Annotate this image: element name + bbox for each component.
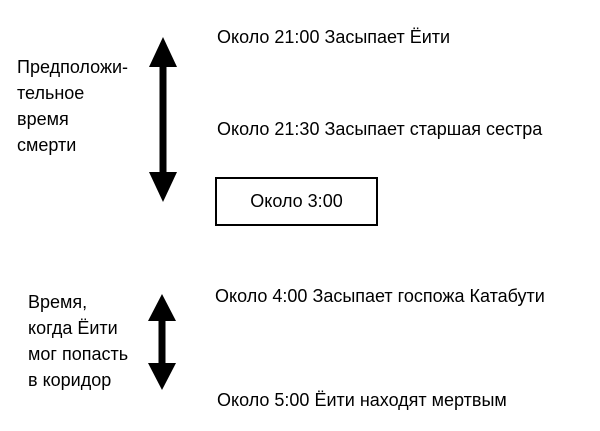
annotation-estimated-death-time: Предположи- тельное время смерти [17,54,128,158]
annotation-line: в коридор [28,370,112,390]
timeline-event-0400: Около 4:00 Засыпает госпожа Катабути [215,286,545,306]
timeline-event-0500: Около 5:00 Ёити находят мертвым [217,390,507,410]
annotation-line: Время, [28,292,88,312]
double-arrow-icon [149,37,177,202]
time-box-label: Около 3:00 [250,191,343,211]
timeline-event-2130: Около 21:30 Засыпает старшая сестра [217,119,543,139]
annotation-line: смерти [17,135,77,155]
annotation-corridor-access-time: Время, когда Ёити мог попасть в коридор [28,289,128,393]
timeline-event-2100: Около 21:00 Засыпает Ёити [217,27,451,47]
annotation-line: мог попасть [28,344,129,364]
annotation-line: время [17,109,69,129]
annotation-line: когда Ёити [28,318,118,338]
annotation-line: Предположи- [17,57,129,77]
double-arrow-icon [148,294,176,390]
annotation-line: тельное [17,83,85,103]
timeline-event-box-0300: Около 3:00 [215,177,378,226]
